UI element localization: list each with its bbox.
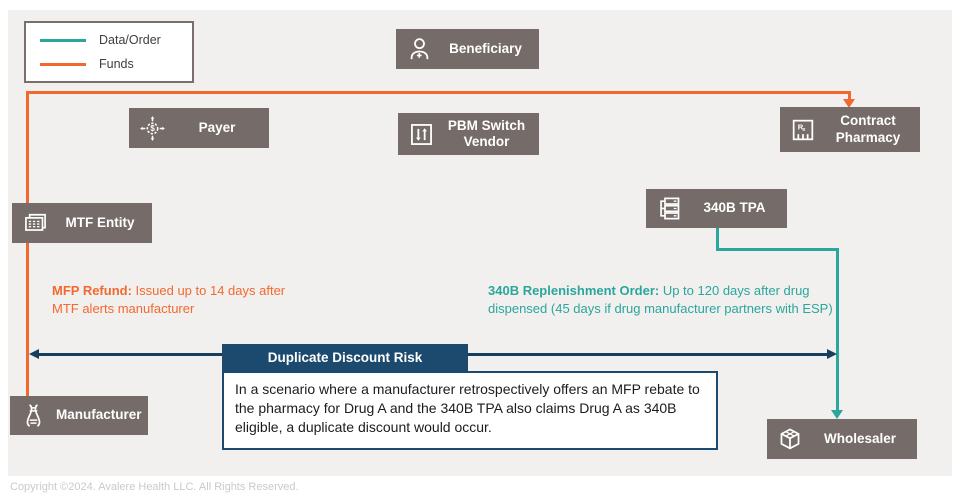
server-stack-icon — [646, 195, 692, 222]
entity-label: Payer — [198, 119, 236, 135]
data-arrowhead-down-icon — [831, 410, 843, 419]
data-line-horizontal — [716, 248, 839, 251]
legend: Data/Order Funds — [24, 21, 194, 83]
entity-label: PBM Switch Vendor — [447, 117, 526, 149]
svg-text:R: R — [798, 122, 804, 131]
entity-manufacturer: Manufacturer — [10, 396, 148, 435]
entity-340b-tpa: 340B TPA — [646, 189, 787, 228]
entity-label: Manufacturer — [56, 407, 142, 423]
data-line-vertical-right — [836, 248, 839, 411]
entity-label: MTF Entity — [65, 214, 135, 230]
risk-callout-title: Duplicate Discount Risk — [222, 344, 468, 371]
money-flow-icon: $ — [129, 115, 175, 142]
legend-item-funds: Funds — [40, 57, 192, 71]
funds-line-horizontal-top — [26, 91, 851, 94]
risk-arrowhead-left-icon — [29, 349, 39, 359]
funds-line-swatch — [40, 62, 86, 66]
funds-line-vertical-right — [848, 91, 851, 100]
switch-arrows-icon — [398, 121, 444, 148]
pharmacy-building-icon: R x — [780, 116, 826, 144]
legend-item-data-order: Data/Order — [40, 33, 192, 47]
entity-contract-pharmacy: R x Contract Pharmacy — [780, 107, 920, 152]
legend-label: Funds — [99, 57, 134, 71]
mfp-refund-note-body: Issued up to 14 days after MTF alerts ma… — [52, 283, 286, 316]
mfp-refund-note-title: MFP Refund: — [52, 283, 132, 298]
funds-arrowhead-down-icon — [843, 99, 855, 108]
entity-pbm-switch-vendor: PBM Switch Vendor — [398, 113, 539, 155]
entity-label: Contract Pharmacy — [835, 113, 901, 145]
entity-wholesaler: Wholesaler — [767, 419, 917, 459]
replenishment-note-body: Up to 120 days after drug dispensed (45 … — [488, 283, 833, 316]
ledger-icon — [12, 210, 58, 237]
entity-mtf: MTF Entity — [12, 203, 152, 243]
copyright-text: Copyright ©2024. Avalere Health LLC. All… — [10, 481, 299, 493]
risk-arrowhead-right-icon — [827, 349, 837, 359]
data-line-vertical-from-tpa — [716, 228, 719, 251]
replenishment-note-title: 340B Replenishment Order: — [488, 283, 660, 298]
replenishment-note: 340B Replenishment Order: Up to 120 days… — [488, 282, 852, 317]
svg-text:x: x — [803, 127, 806, 133]
legend-label: Data/Order — [99, 33, 161, 47]
entity-label: Wholesaler — [823, 430, 897, 446]
entity-label: 340B TPA — [703, 200, 766, 216]
entity-beneficiary: Beneficiary — [396, 29, 539, 69]
box-icon — [767, 425, 813, 453]
entity-label: Beneficiary — [449, 40, 522, 56]
funds-line-vertical-left — [26, 91, 29, 396]
patient-icon — [396, 36, 442, 63]
svg-text:$: $ — [150, 124, 155, 133]
entity-payer: $ Payer — [129, 108, 269, 148]
data-order-line-swatch — [40, 38, 86, 42]
dna-icon — [10, 402, 56, 429]
risk-callout-body: In a scenario where a manufacturer retro… — [222, 371, 718, 450]
mfp-refund-note: MFP Refund: Issued up to 14 days after M… — [52, 282, 288, 317]
